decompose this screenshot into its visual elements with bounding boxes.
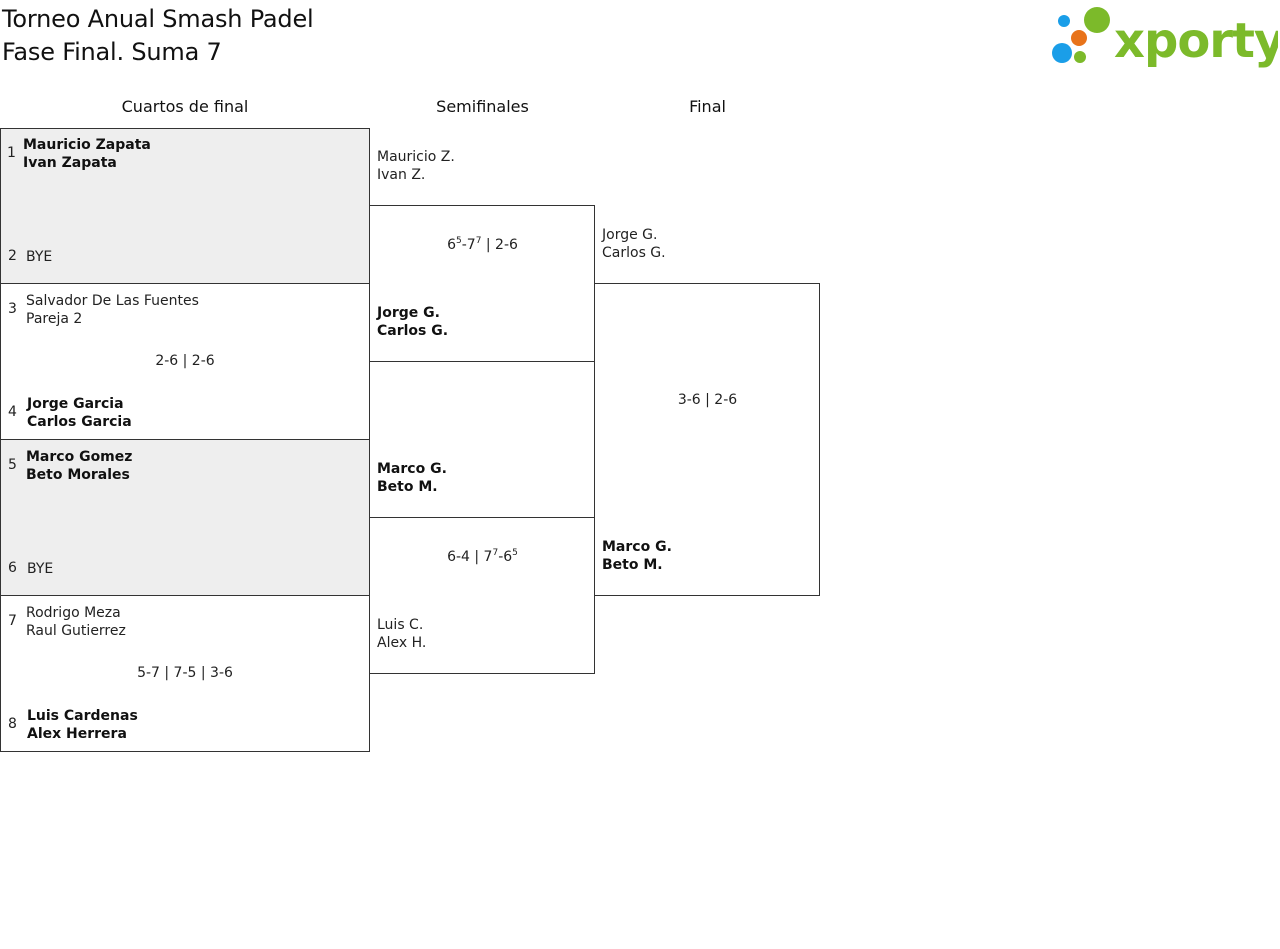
match-score: 5-7 | 7-5 | 3-6: [137, 665, 233, 681]
seed-number: 4: [8, 404, 17, 420]
score-part: 6-4 | 7: [447, 549, 493, 565]
player-name: Marco G.: [602, 539, 672, 555]
team-entry: Marco Gomez Beto Morales: [26, 448, 132, 484]
seed-number: 7: [8, 613, 17, 629]
tiebreak-score: 7: [475, 236, 482, 246]
bye-label: BYE: [26, 249, 53, 265]
player-name: Carlos G.: [602, 245, 666, 261]
player-name: Beto Morales: [26, 467, 130, 483]
tournament-name: Torneo Anual Smash Padel: [2, 5, 314, 33]
player-name: Salvador De Las Fuentes: [26, 293, 199, 309]
player-name: Marco G.: [377, 461, 447, 477]
logo-dot-blue: [1058, 15, 1070, 27]
player-name: Carlos Garcia: [27, 414, 132, 430]
player-name: Mauricio Z.: [377, 149, 455, 165]
player-name: Jorge G.: [602, 227, 658, 243]
team-entry: Mauricio Z. Ivan Z.: [377, 148, 455, 184]
player-name: Rodrigo Meza: [26, 605, 121, 621]
round-header-semifinals: Semifinales: [436, 97, 529, 116]
player-name: Luis C.: [377, 617, 424, 633]
player-name: Alex H.: [377, 635, 427, 651]
score-part: -6: [498, 549, 513, 565]
logo-dot-green-small: [1074, 51, 1086, 63]
player-name: Beto M.: [377, 479, 438, 495]
quarterfinal-match-3: [0, 439, 370, 596]
quarterfinal-match-1: [0, 128, 370, 284]
logo-dot-orange: [1071, 30, 1087, 46]
seed-number: 5: [8, 457, 17, 473]
score-part: | 2-6: [481, 237, 518, 253]
logo-wordmark: xporty: [1114, 13, 1278, 68]
player-name: Raul Gutierrez: [26, 623, 126, 639]
team-entry: Jorge G. Carlos G.: [602, 226, 666, 262]
team-entry: Marco G. Beto M.: [377, 460, 447, 496]
round-header-quarterfinals: Cuartos de final: [121, 97, 249, 116]
tournament-phase: Fase Final. Suma 7: [2, 38, 222, 66]
team-entry: Jorge Garcia Carlos Garcia: [27, 395, 132, 431]
seed-number: 6: [8, 560, 17, 576]
player-name: Pareja 2: [26, 311, 83, 327]
player-name: Jorge G.: [377, 305, 440, 321]
team-entry: Salvador De Las Fuentes Pareja 2: [26, 292, 199, 328]
player-name: Jorge Garcia: [27, 396, 124, 412]
player-name: Mauricio Zapata: [23, 137, 151, 153]
match-score: 6-4 | 77-65: [370, 548, 595, 566]
match-score: 65-77 | 2-6: [370, 236, 595, 254]
score-part: -7: [461, 237, 476, 253]
player-name: Luis Cardenas: [27, 708, 138, 724]
seed-number: 3: [8, 301, 17, 317]
bye-label: BYE: [27, 561, 54, 577]
team-entry: Luis Cardenas Alex Herrera: [27, 707, 138, 743]
score-part: 6: [447, 237, 456, 253]
player-name: Carlos G.: [377, 323, 449, 339]
player-name: Marco Gomez: [26, 449, 133, 465]
seed-number: 2: [8, 248, 17, 264]
team-entry: Mauricio Zapata Ivan Zapata: [23, 136, 151, 172]
player-name: Beto M.: [602, 557, 663, 573]
tiebreak-score: 5: [456, 236, 462, 246]
match-score: 3-6 | 2-6: [677, 392, 738, 408]
player-name: Alex Herrera: [27, 726, 127, 742]
player-name: Ivan Z.: [377, 167, 426, 183]
final-match: [594, 283, 820, 596]
match-score: 2-6 | 2-6: [155, 353, 215, 369]
logo-dot-blue-large: [1052, 43, 1072, 63]
team-entry: Rodrigo Meza Raul Gutierrez: [26, 604, 126, 640]
team-entry: Jorge G. Carlos G.: [377, 304, 448, 340]
seed-number: 8: [8, 716, 17, 732]
round-header-final: Final: [689, 97, 726, 116]
seed-number: 1: [7, 145, 16, 161]
team-entry: Marco G. Beto M.: [602, 538, 672, 574]
tiebreak-score: 5: [512, 548, 518, 558]
team-entry: Luis C. Alex H.: [377, 616, 426, 652]
xporty-logo: xporty: [1052, 7, 1278, 68]
player-name: Ivan Zapata: [23, 155, 117, 171]
tiebreak-score: 7: [492, 548, 499, 558]
page-title: Torneo Anual Smash Padel Fase Final. Sum…: [2, 3, 314, 69]
logo-dot-green: [1084, 7, 1110, 33]
